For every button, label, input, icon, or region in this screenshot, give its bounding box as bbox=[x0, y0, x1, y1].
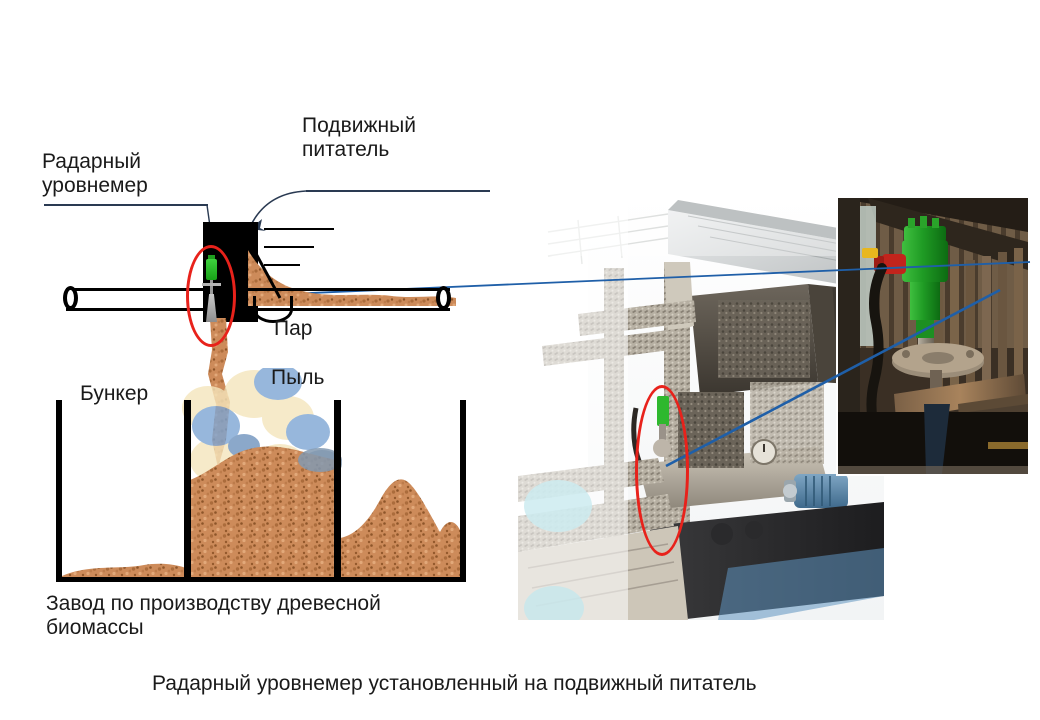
leader-feeder-curve bbox=[249, 190, 307, 228]
plant-photo-main bbox=[518, 196, 884, 620]
label-dust: Пыль bbox=[271, 366, 325, 389]
feeder-chute-edge bbox=[252, 249, 282, 299]
level-line-1 bbox=[264, 228, 334, 230]
label-radar-level-gauge: Радарный уровнемер bbox=[42, 150, 148, 197]
conveyor-discharge-arc bbox=[253, 296, 293, 323]
label-bunker: Бункер bbox=[80, 382, 149, 405]
sensor-closeup-svg bbox=[838, 198, 1028, 474]
conveyor-chip-pile bbox=[248, 250, 456, 306]
sensor-closeup-photo-inset bbox=[836, 196, 1030, 476]
level-line-3 bbox=[264, 264, 300, 266]
conveyor-belt-top bbox=[66, 288, 450, 291]
level-line-2 bbox=[264, 246, 314, 248]
bunkers-group bbox=[56, 368, 466, 582]
figure-caption: Радарный уровнемер установленный на подв… bbox=[152, 672, 757, 695]
highlight-ellipse-diagram bbox=[186, 245, 236, 347]
label-steam: Пар bbox=[274, 317, 313, 340]
leader-radar-underline bbox=[44, 204, 208, 206]
highlight-ellipse-photo bbox=[635, 385, 689, 556]
plant-photo-main-svg bbox=[518, 196, 884, 620]
label-movable-feeder: Подвижный питатель bbox=[302, 114, 416, 161]
conveyor-roller-left bbox=[63, 286, 78, 310]
leader-feeder-underline bbox=[306, 190, 490, 192]
conveyor-roller-right bbox=[436, 286, 451, 310]
label-plant: Завод по производству древесной биомассы bbox=[46, 592, 381, 639]
